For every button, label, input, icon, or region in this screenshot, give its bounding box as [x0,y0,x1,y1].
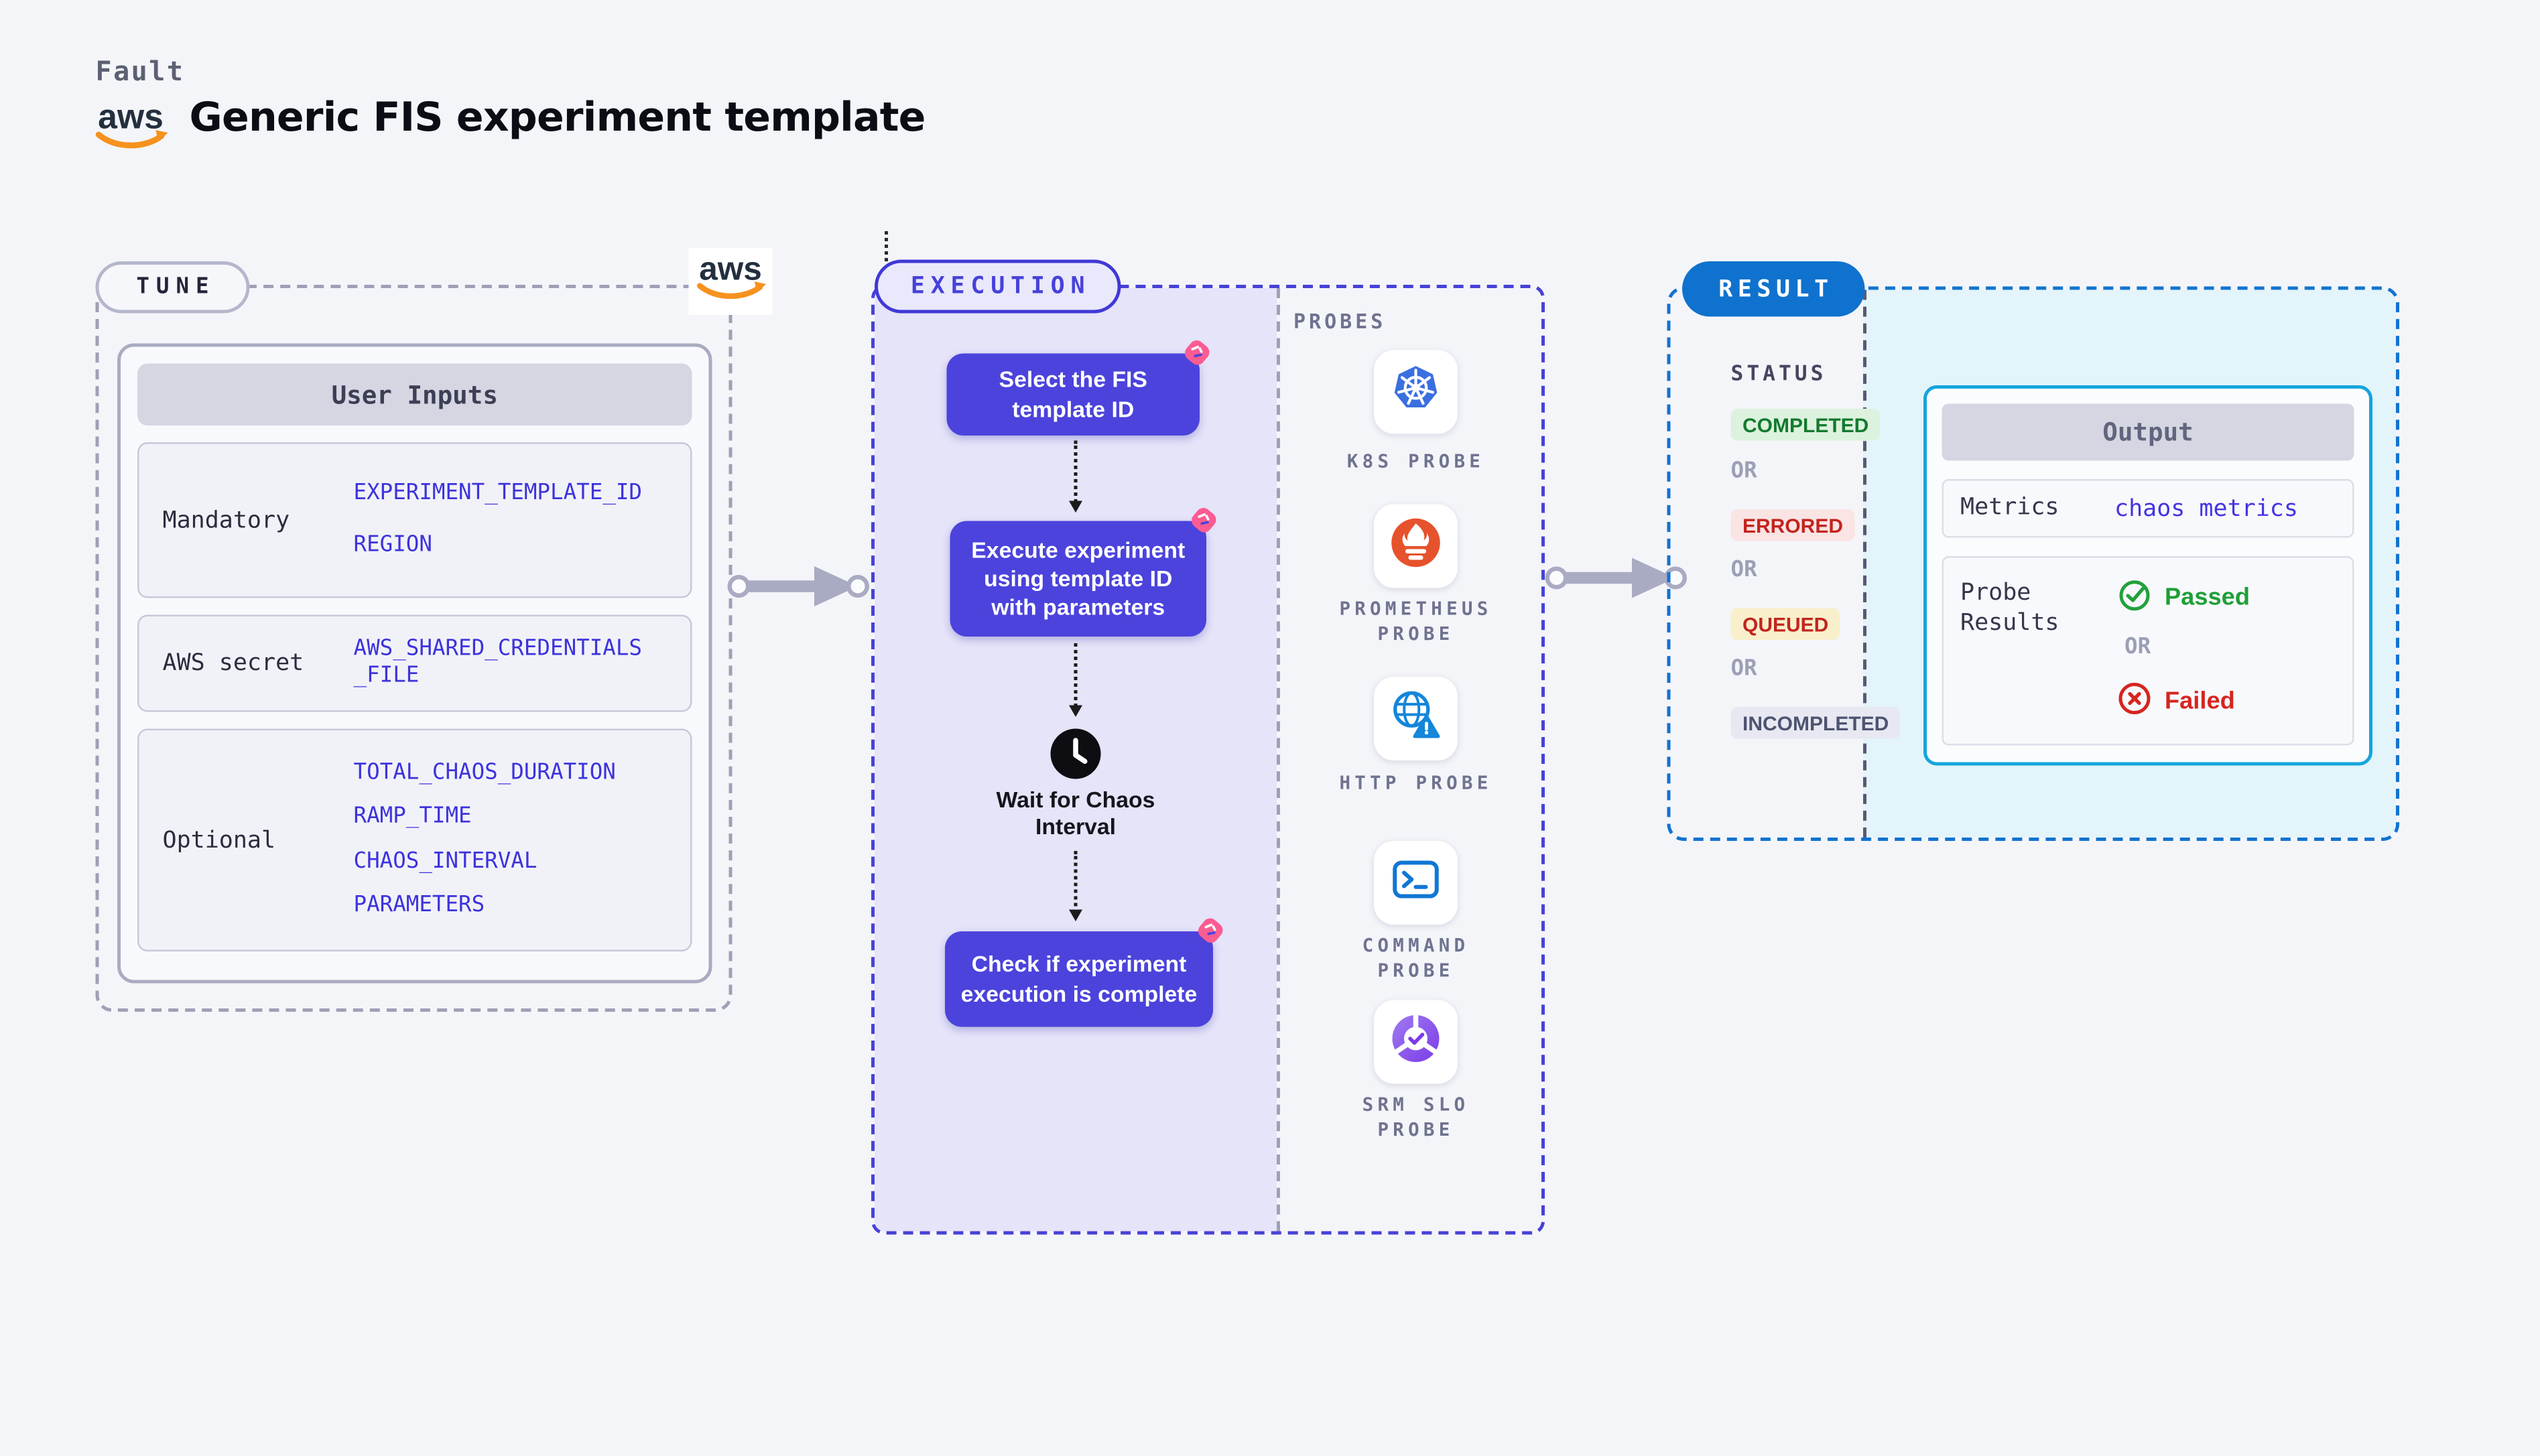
probe-label: COMMAND PROBE [1277,935,1555,984]
probe-card-srm-slo [1374,1000,1458,1084]
probe-label-line: PROBE [1377,622,1454,645]
probe-results-row: Probe Results Passed OR [1942,556,2354,746]
probe-card-prometheus [1374,504,1458,588]
http-globe-icon [1387,686,1444,752]
row-label: AWS secret [162,650,304,677]
step-label: Select the FIS template ID [999,367,1147,421]
kubernetes-icon [1386,358,1446,427]
execution-probes-divider [1277,288,1280,1232]
fault-type-label: Fault [95,55,185,88]
env-var-value: EXPERIMENT_TEMPLATE_ID [353,481,642,507]
probe-label-line: COMMAND [1362,935,1470,957]
or-separator: OR [1730,657,1757,682]
flow-connector [1068,643,1082,717]
metrics-row: Metrics chaos metrics [1942,479,2354,538]
step-execute-experiment: Execute experiment using template ID wit… [950,508,1216,637]
or-separator: OR [1730,557,1757,584]
env-var-value: TOTAL_CHAOS_DURATION [353,760,616,786]
probes-title: PROBES [1293,310,1387,334]
result-divider [1863,289,1866,838]
status-badge-incompleted: INCOMPLETED [1730,707,1901,739]
flow-arrow-execution-to-result [1541,553,1689,612]
probe-label-line: PROBE [1377,959,1454,982]
status-badge-errored: ERRORED [1730,509,1855,541]
env-var-value: PARAMETERS [353,892,485,918]
probe-label: HTTP PROBE [1277,773,1555,797]
output-card: Output Metrics chaos metrics Probe Resul… [1923,385,2372,766]
env-var-value: RAMP_TIME [353,804,472,830]
env-var-value: CHAOS_INTERVAL [353,848,537,874]
probe-label-line: K8S PROBE [1346,450,1485,473]
chaos-fault-icon [1186,503,1222,545]
page-title: Generic FIS experiment template [189,94,926,141]
or-separator: OR [2124,635,2151,661]
output-header: Output [1942,403,2354,461]
env-var-value: REGION [353,531,432,557]
probe-card-k8s [1374,350,1458,434]
probe-label-line: PROMETHEUS [1339,598,1493,620]
step-label: Check if experiment execution is complet… [960,951,1198,1006]
or-separator: OR [1730,459,1757,484]
probe-label-line: HTTP PROBE [1339,772,1493,795]
result-section: RESULT STATUS COMPLETED OR ERRORED OR QU… [1667,261,2399,841]
x-circle-icon [2118,682,2151,722]
status-title: STATUS [1730,360,1827,386]
metrics-label: Metrics [1960,494,2059,522]
aws-logo-icon: aws [92,96,170,163]
step-label: Execute experiment using template ID wit… [971,537,1186,620]
passed-label: Passed [2165,584,2250,612]
result-badge: RESULT [1682,261,1865,317]
svg-text:aws: aws [699,250,762,287]
flow-arrow-tune-to-execution [724,561,871,620]
probe-label: K8S PROBE [1277,451,1555,476]
chaos-fault-icon [1180,335,1215,377]
execution-section: EXECUTION Select the FIS template ID Exe… [871,231,1545,1235]
row-label: Optional [162,826,276,854]
execution-badge: EXECUTION [875,259,1121,314]
chaos-metrics-link[interactable]: chaos metrics [2114,494,2298,522]
probe-label: SRM SLO PROBE [1277,1094,1555,1144]
status-badge-queued: QUEUED [1730,608,1840,640]
failed-result: Failed [2118,682,2235,722]
failed-label: Failed [2165,688,2235,716]
env-var-value: AWS_SHARED_CREDENTIALS_FILE [353,636,642,689]
table-row-mandatory: Mandatory EXPERIMENT_TEMPLATE_ID REGION [137,442,692,598]
user-inputs-table: User Inputs Mandatory EXPERIMENT_TEMPLAT… [117,343,712,984]
row-label: Mandatory [162,507,290,534]
prometheus-icon [1386,512,1446,581]
flow-connector [1068,440,1082,513]
table-row-aws-secret: AWS secret AWS_SHARED_CREDENTIALS_FILE [137,614,692,712]
probe-results-label: Probe Results [1960,580,2059,637]
entry-connector [885,231,888,261]
table-row-optional: Optional TOTAL_CHAOS_DURATION RAMP_TIME … [137,728,692,951]
step-select-fis-template: Select the FIS template ID [946,340,1210,436]
flow-connector [1068,851,1082,921]
chaos-fault-icon [1193,913,1228,955]
passed-result: Passed [2118,578,2250,618]
check-circle-icon [2118,578,2151,618]
svg-text:aws: aws [98,97,164,135]
probe-card-command [1374,841,1458,925]
step-check-complete: Check if experiment execution is complet… [945,918,1223,1027]
probe-card-http [1374,677,1458,760]
probe-label-line: PROBE [1377,1118,1454,1141]
aws-logo-icon: aws [688,248,773,315]
probe-label-line: SRM SLO [1362,1094,1470,1116]
tune-section: TUNE aws User Inputs Mandatory EXPERIMEN… [95,248,773,1012]
terminal-icon [1387,850,1444,916]
probe-label: PROMETHEUS PROBE [1277,598,1555,648]
wait-clock-icon [1049,727,1102,789]
status-badge-completed: COMPLETED [1730,409,1881,441]
user-inputs-header: User Inputs [137,363,692,425]
srm-slo-icon [1387,1009,1444,1075]
wait-step-label: Wait for Chaos Interval [996,787,1155,840]
tune-badge: TUNE [95,261,250,314]
